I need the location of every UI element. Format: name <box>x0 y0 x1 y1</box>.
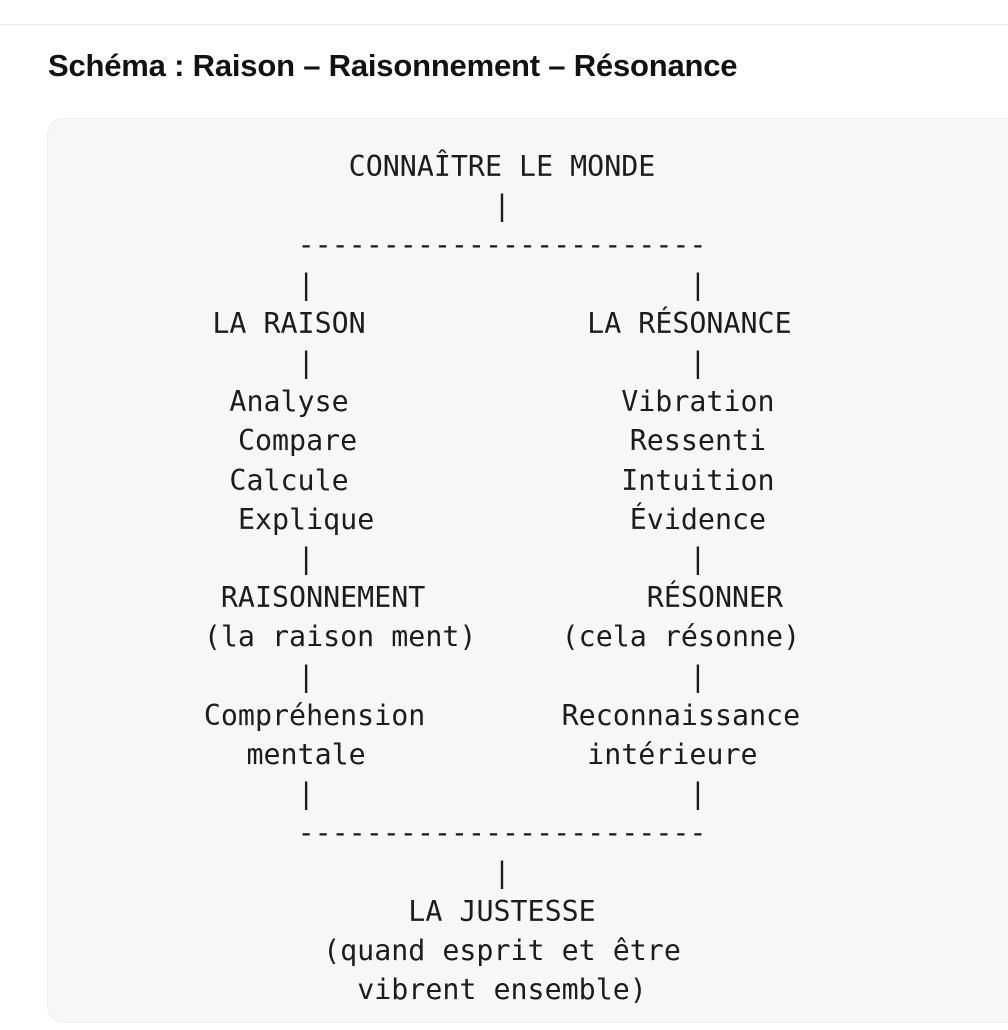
ascii-line-outcomes-legs: | | <box>297 777 707 811</box>
content-area: Schéma : Raison – Raisonnement – Résonan… <box>0 25 1008 1023</box>
ascii-line-verbs-2: Compare Ressenti <box>237 424 767 458</box>
ascii-line-conclusion-1: (quand esprit et être <box>323 934 681 968</box>
ascii-line-results: RAISONNEMENT RÉSONNER <box>220 581 784 615</box>
ascii-line-branch-headings: LA RAISON LA RÉSONANCE <box>212 306 792 340</box>
top-divider <box>0 24 1008 25</box>
ascii-line-root: CONNAÎTRE LE MONDE <box>348 150 656 183</box>
ascii-line-conclusion-2: vibrent ensemble) <box>357 973 647 1007</box>
ascii-diagram: CONNAÎTRE LE MONDE | ---------------------… <box>48 147 956 1009</box>
ascii-line-merge-stem: | <box>493 855 511 889</box>
ascii-line-verbs-4: Explique Évidence <box>237 502 767 536</box>
ascii-line-verbs-1: Analyse Vibration <box>229 385 775 419</box>
ascii-line-root-stem: | <box>493 189 511 223</box>
ascii-line-split-legs: | | <box>297 267 707 301</box>
ascii-line-outcomes-2: mentale intérieure <box>246 738 758 772</box>
page-title: Schéma : Raison – Raisonnement – Résonan… <box>48 48 738 83</box>
ascii-line-merge-bar: ------------------------ <box>297 816 707 850</box>
ascii-line-verbs-legs: | | <box>297 542 707 576</box>
ascii-line-results-gloss: (la raison ment) (cela résonne) <box>203 620 801 654</box>
ascii-line-verbs-3: Calcule Intuition <box>229 463 775 497</box>
ascii-line-split-bar: ------------------------ <box>297 228 707 262</box>
ascii-line-heading-legs: | | <box>297 346 707 380</box>
ascii-line-conclusion: LA JUSTESSE <box>408 894 596 928</box>
ascii-line-outcomes-1: Compréhension Reconnaissance <box>203 698 801 732</box>
ascii-line-results-legs: | | <box>297 659 707 693</box>
diagram-card: CONNAÎTRE LE MONDE | ---------------------… <box>47 118 1008 1023</box>
